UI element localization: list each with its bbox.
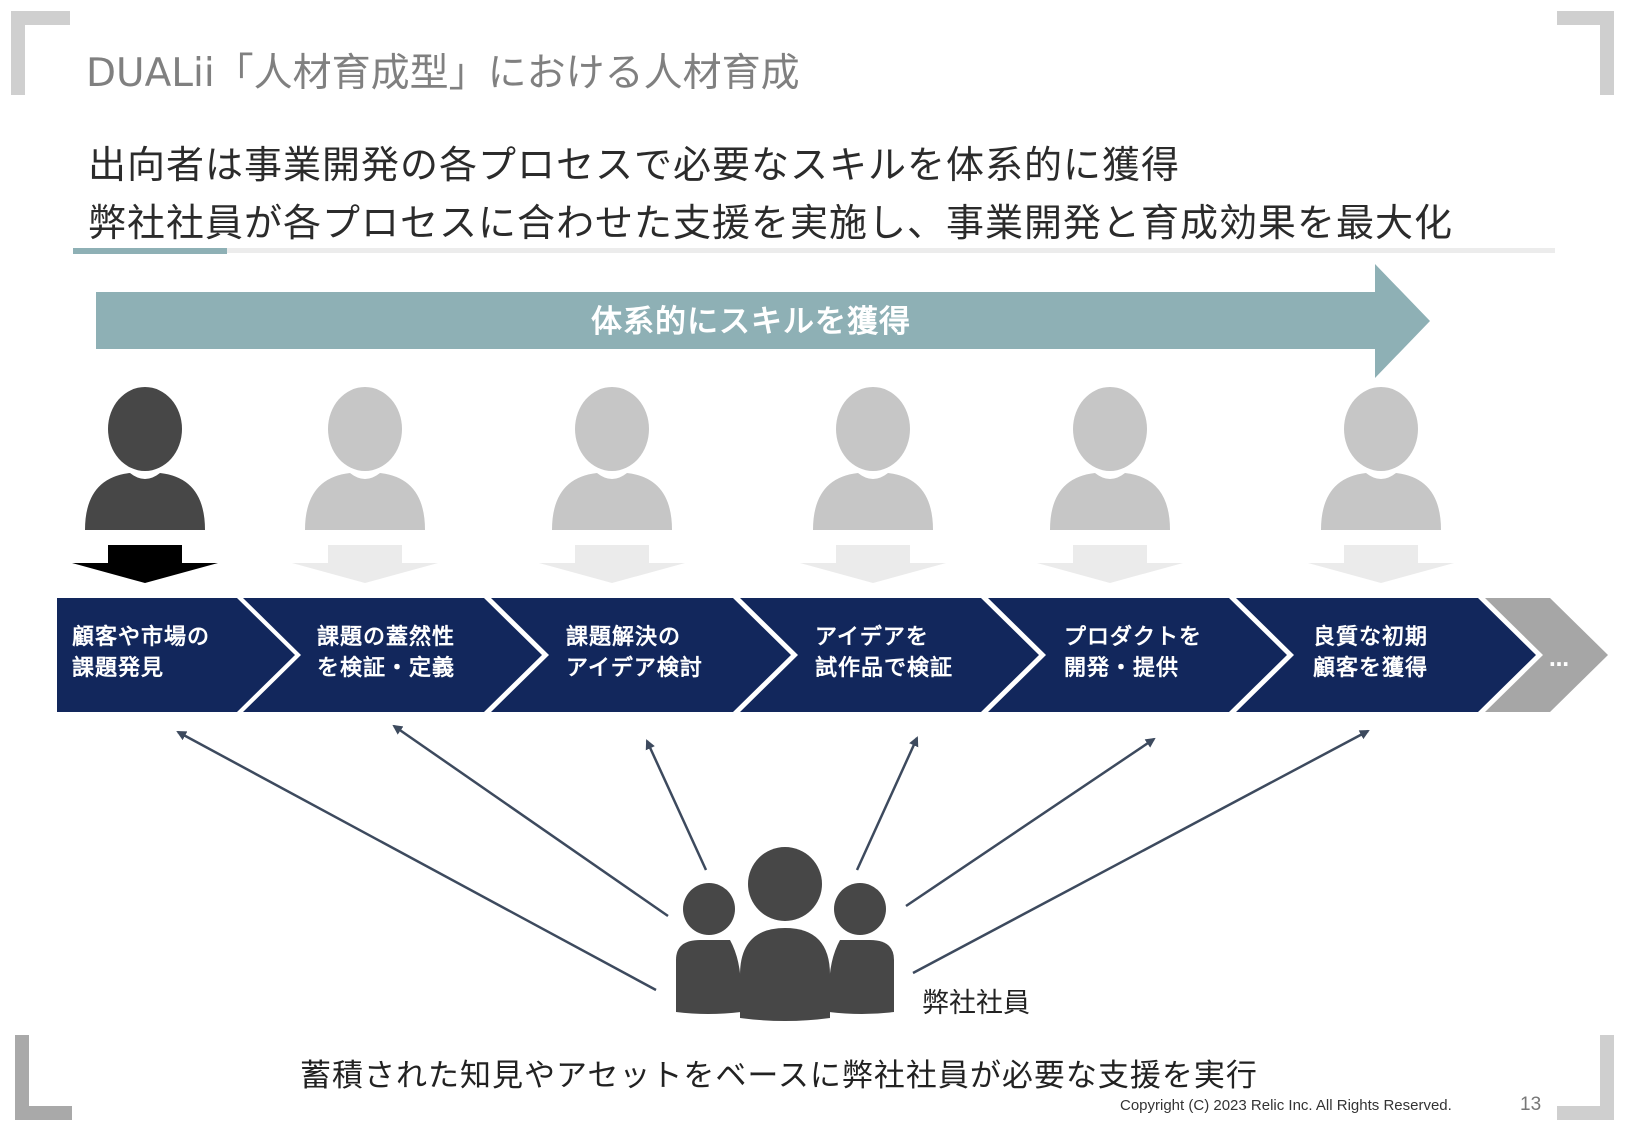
process-step-4 <box>740 598 1039 712</box>
corner-bracket-top-left <box>11 11 70 95</box>
headline-divider <box>73 248 1555 253</box>
process-step-4-label: アイデアを 試作品で検証 <box>815 622 953 684</box>
process-step-5 <box>988 598 1287 712</box>
down-arrow-inactive-2 <box>539 545 685 583</box>
down-arrow-inactive-1 <box>292 545 438 583</box>
process-step-4-line-2: 試作品で検証 <box>815 656 954 681</box>
process-step-1-label: 顧客や市場の 課題発見 <box>72 622 210 684</box>
support-arrow-2 <box>392 724 669 918</box>
process-step-6 <box>1236 598 1536 712</box>
staff-group-icon <box>676 847 894 1021</box>
person-icon-inactive-4 <box>1050 387 1170 530</box>
corner-bracket-bottom-right <box>1557 1035 1614 1120</box>
process-step-1-line-2: 課題発見 <box>72 656 165 681</box>
person-icon-active <box>85 387 205 530</box>
person-icon-inactive-3 <box>813 387 933 530</box>
process-step-more-label: … <box>1549 647 1569 671</box>
corner-bracket-bottom-left <box>15 1035 72 1120</box>
process-step-6-label: 良質な初期 顧客を獲得 <box>1313 622 1428 684</box>
process-step-2-line-1: 課題の蓋然性 <box>317 625 456 650</box>
support-arrow-6 <box>912 729 1370 975</box>
process-step-2-label: 課題の蓋然性 を検証・定義 <box>317 622 455 684</box>
down-arrow-inactive-5 <box>1308 545 1454 583</box>
process-step-3-line-1: 課題解決の <box>566 625 682 650</box>
down-arrow-active <box>72 545 218 583</box>
process-step-1-line-1: 顧客や市場の <box>72 625 211 650</box>
page-number: 13 <box>1520 1094 1542 1115</box>
copyright-notice: Copyright (C) 2023 Relic Inc. All Rights… <box>1120 1097 1452 1114</box>
process-step-5-line-2: 開発・提供 <box>1064 656 1180 681</box>
process-step-6-line-2: 顧客を獲得 <box>1313 656 1429 681</box>
person-icon-inactive-2 <box>552 387 672 530</box>
process-step-2 <box>243 598 542 712</box>
process-step-6-line-1: 良質な初期 <box>1313 625 1429 650</box>
headline-divider-accent <box>73 248 227 254</box>
support-arrow-1 <box>176 730 657 992</box>
process-step-2-line-2: を検証・定義 <box>317 656 456 681</box>
person-icon-inactive-1 <box>305 387 425 530</box>
process-step-3-label: 課題解決の アイデア検討 <box>566 622 703 684</box>
slide-title: DUALii「人材育成型」における人材育成 <box>86 51 800 96</box>
headline-line-1: 出向者は事業開発の各プロセスで必要なスキルを体系的に獲得 <box>88 143 1181 187</box>
process-step-3 <box>491 598 791 712</box>
support-arrow-3 <box>645 739 708 871</box>
support-arrow-4 <box>855 736 919 871</box>
skill-arrow-label: 体系的にスキルを獲得 <box>591 304 911 340</box>
process-step-5-label: プロダクトを 開発・提供 <box>1064 622 1202 684</box>
process-step-more <box>1485 598 1608 712</box>
process-step-4-line-1: アイデアを <box>815 625 929 650</box>
support-arrow-5 <box>905 737 1156 908</box>
down-arrow-inactive-3 <box>800 545 946 583</box>
staff-label: 弊社社員 <box>922 988 1030 1019</box>
down-arrow-inactive-4 <box>1037 545 1183 583</box>
skill-progress-arrow <box>96 264 1430 378</box>
corner-bracket-top-right <box>1557 11 1614 95</box>
headline-line-2: 弊社社員が各プロセスに合わせた支援を実施し、事業開発と育成効果を最大化 <box>88 201 1454 245</box>
process-step-1 <box>57 598 295 712</box>
person-icon-inactive-5 <box>1321 387 1441 530</box>
process-step-3-line-2: アイデア検討 <box>566 656 703 681</box>
process-step-5-line-1: プロダクトを <box>1064 625 1203 650</box>
bottom-caption: 蓄積された知見やアセットをベースに弊社社員が必要な支援を実行 <box>300 1058 1258 1094</box>
